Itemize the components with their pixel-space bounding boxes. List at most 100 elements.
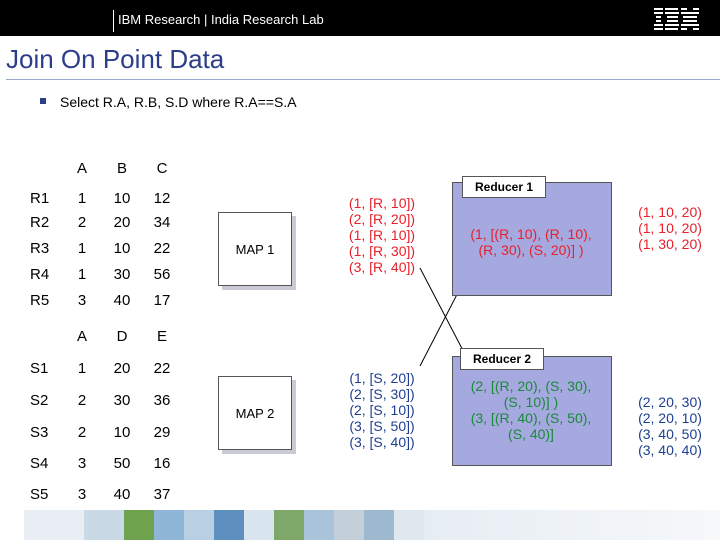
map1-output-line: (1, [R, 10]) [348,195,416,211]
table-r-header: C [156,160,168,177]
table-r-row-label: R2 [30,214,50,231]
map2-output-line: (3, [S, 50]) [349,418,415,434]
header-divider [113,10,114,32]
reducer2-input-line: (2, [(R, 20), (S, 30), [470,378,592,394]
table-r-cell: 10 [113,240,131,257]
table-s-cell: 1 [77,360,87,377]
footer-tile [364,510,394,540]
table-r-cell: 1 [77,266,87,283]
map2-output-line: (3, [S, 40]) [349,434,415,450]
footer-tile [24,510,84,540]
table-r-header: A [76,160,87,177]
map1-output-line: (3, [R, 40]) [348,259,416,275]
table-r-cell: 34 [153,214,171,231]
table-r-cell: 30 [113,266,131,283]
table-s-cell: 2 [77,392,87,409]
table-r-cell: 10 [113,190,131,207]
table-r-cell: 3 [77,292,87,309]
map2-label: MAP 2 [235,405,275,421]
table-r-row-label: R5 [30,292,50,309]
reducer2-output: (2, 20, 30) (2, 20, 10) (3, 40, 50) (3, … [622,394,718,458]
header-org: IBM Research | India Research Lab [118,12,324,27]
footer-tile [184,510,214,540]
table-s-cell: 37 [153,486,171,503]
table-r-cell: 1 [77,240,87,257]
table-s-cell: 36 [153,392,171,409]
table-s-row-label: S4 [30,455,49,472]
table-r-cell: 2 [77,214,87,231]
map1-label: MAP 1 [235,241,275,257]
page-title: Join On Point Data [6,44,225,74]
map1-box: MAP 1 [218,212,292,286]
footer-tile [124,510,154,540]
map2-output-line: (2, [S, 10]) [349,402,415,418]
table-r-cell: 56 [153,266,171,283]
footer-tile [214,510,244,540]
table-r-cell: 22 [153,240,171,257]
query-bullet: Select R.A, R.B, S.D where R.A==S.A [60,94,297,110]
reducer2-input-line: (S, 40)] [508,426,554,442]
footer-tile [304,510,334,540]
table-r-row-label: R4 [30,266,50,283]
table-s-cell: 22 [153,360,171,377]
table-r-cell: 12 [153,190,171,207]
footer-tile [334,510,364,540]
reducer2-output-line: (3, 40, 50) [638,426,702,442]
map2-box: MAP 2 [218,376,292,450]
reducer1-output: (1, 10, 20) (1, 10, 20) (1, 30, 20) [622,204,718,252]
footer-tile [244,510,274,540]
footer-tile [424,510,720,540]
footer-tile [394,510,424,540]
table-r-cell: 1 [77,190,87,207]
footer-image-strip [24,510,720,540]
table-s-cell: 40 [113,486,131,503]
table-s-cell: 20 [113,360,131,377]
table-s-cell: 3 [77,455,87,472]
map2-output-line: (2, [S, 30]) [349,386,415,402]
reducer2-box [452,356,612,466]
table-s-row-label: S3 [30,424,49,441]
table-r-cell: 17 [153,292,171,309]
map1-output-line: (1, [R, 10]) [348,227,416,243]
table-s-cell: 3 [77,486,87,503]
title-divider [6,79,720,80]
table-r-cell: 40 [113,292,131,309]
ibm-logo [654,8,699,30]
reducer1-label: Reducer 1 [462,176,546,198]
reducer2-output-line: (2, 20, 10) [638,410,702,426]
table-s-cell: 29 [153,424,171,441]
reducer1-input-line: (1, [(R, 10), (R, 10), [470,226,592,242]
table-s-cell: 16 [153,455,171,472]
table-r-header: B [116,160,127,177]
table-r-cell: 20 [113,214,131,231]
table-s-cell: 30 [113,392,131,409]
table-s-header: A [76,328,87,345]
reducer1-output-line: (1, 10, 20) [638,220,702,236]
reducer2-input-line: (3, [(R, 40), (S, 50), [470,410,592,426]
footer-tile [154,510,184,540]
table-r-row-label: R1 [30,190,50,207]
reducer1-output-line: (1, 30, 20) [638,236,702,252]
table-s-cell: 50 [113,455,131,472]
bullet-marker [40,98,46,104]
table-s-row-label: S5 [30,486,49,503]
reducer1-output-line: (1, 10, 20) [638,204,702,220]
map1-output-line: (1, [R, 30]) [348,243,416,259]
reducer1-box [452,182,612,296]
table-s-cell: 2 [77,424,87,441]
table-s-cell: 10 [113,424,131,441]
reducer1-input-line: (R, 30), (S, 20)] ) [478,242,584,258]
table-s-header: E [156,328,167,345]
table-s-header: D [116,328,128,345]
reducer1-input: (1, [(R, 10), (R, 10), (R, 30), (S, 20)]… [452,226,610,258]
reducer2-output-line: (3, 40, 40) [638,442,702,458]
reducer2-output-line: (2, 20, 30) [638,394,702,410]
reducer2-input-line: (S, 10)] ) [503,394,559,410]
table-s-row-label: S2 [30,392,49,409]
reducer2-label: Reducer 2 [460,348,544,370]
map2-output-line: (1, [S, 20]) [349,370,415,386]
table-r-row-label: R3 [30,240,50,257]
reducer2-input: (2, [(R, 20), (S, 30), (S, 10)] ) (3, [(… [452,378,610,442]
map1-output: (1, [R, 10]) (2, [R, 20]) (1, [R, 10]) (… [332,195,432,275]
footer-tile [274,510,304,540]
